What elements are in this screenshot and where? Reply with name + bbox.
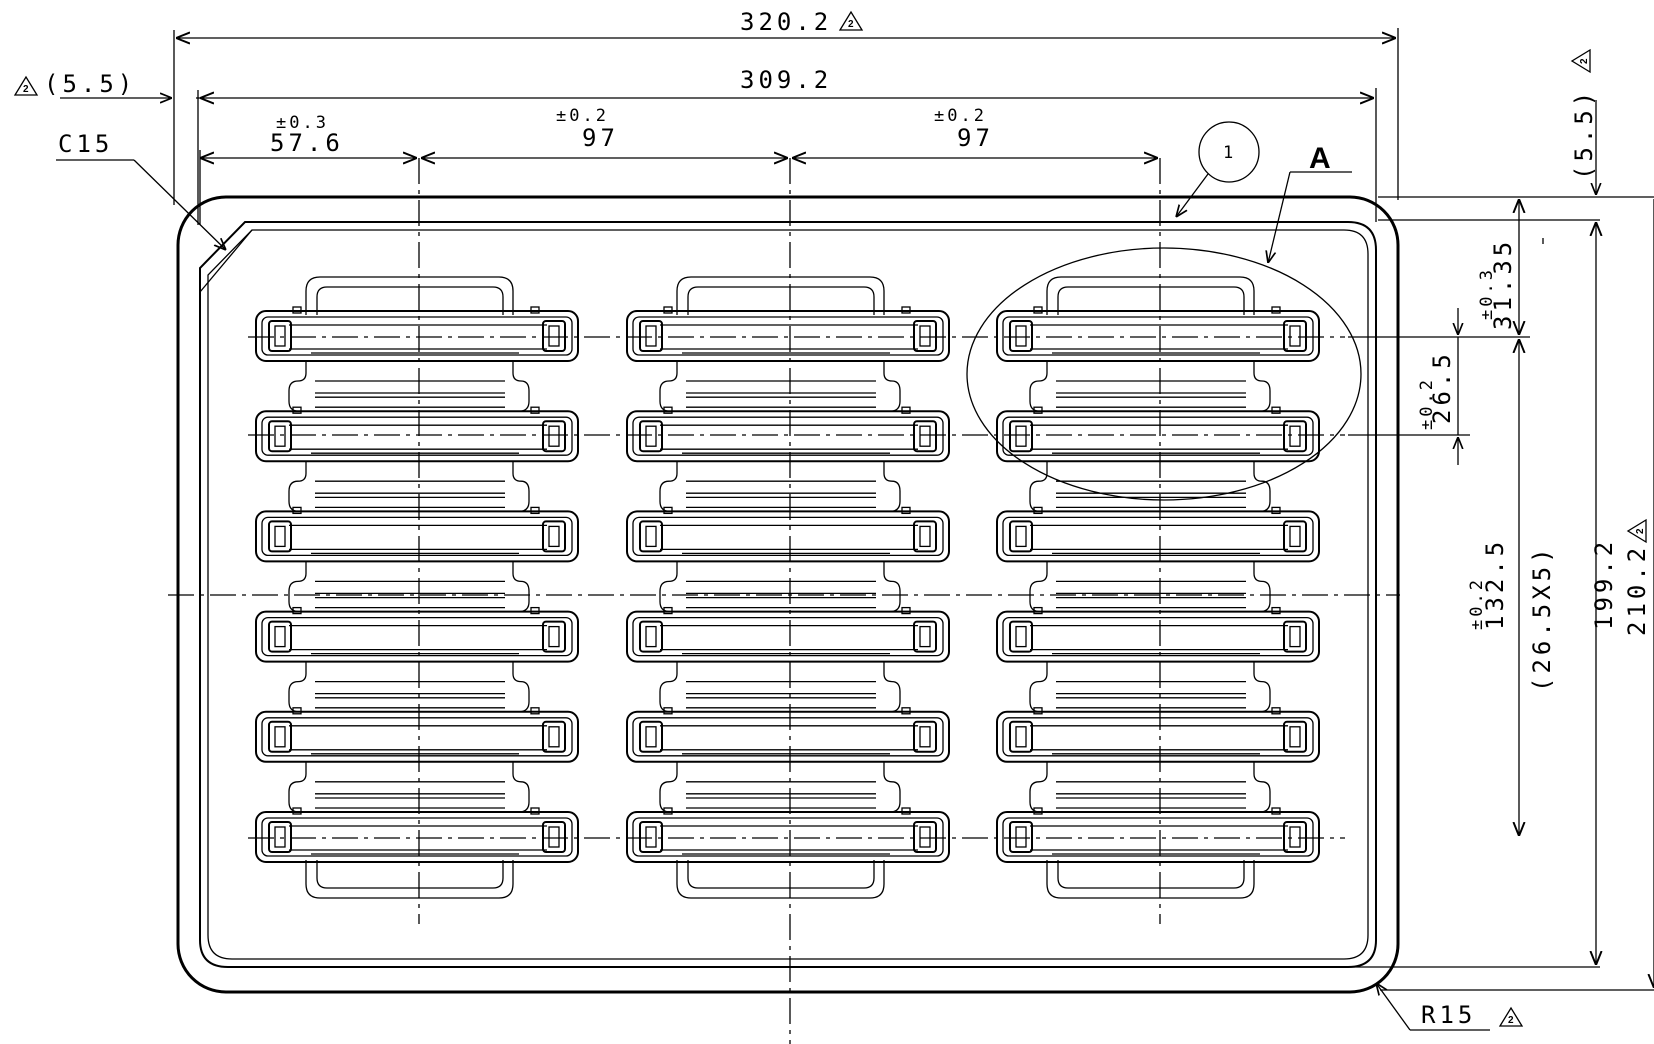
pocket-bridge	[659, 761, 901, 813]
pocket-bridge	[1029, 361, 1271, 412]
row-span-text: (26.5X5)	[1528, 544, 1556, 692]
chamfer-label: C15	[58, 130, 113, 158]
top-to-row-tol: ±0.3	[1477, 267, 1497, 320]
tray-inner-outline-2	[207, 229, 1369, 960]
pocket	[255, 606, 579, 663]
revision-mark-overall-width: 2	[838, 10, 864, 31]
pocket	[626, 707, 950, 763]
center-dim-tol: ±0.2	[1467, 577, 1487, 630]
revision-mark-left-offset: 2	[13, 75, 39, 96]
left-offset-text: (5.5)	[44, 70, 136, 98]
pitch-1-text: 57.6	[270, 129, 344, 157]
pocket-handle-bottom	[305, 860, 514, 899]
pocket-bridge	[1029, 761, 1271, 813]
pocket-handle-top	[1046, 276, 1255, 315]
pocket-column	[996, 276, 1320, 899]
svg-text:2: 2	[23, 84, 29, 95]
pocket-bridge	[288, 561, 530, 613]
pocket-bridge	[1029, 561, 1271, 613]
inner-width-text: 309.2	[740, 66, 832, 94]
detail-a-leader	[1268, 171, 1291, 263]
pocket	[626, 306, 950, 362]
pocket	[626, 606, 950, 663]
pocket-bridge	[659, 361, 901, 412]
pitch-3-tol: ±0.2	[934, 106, 987, 126]
overall-height-text: 210.2	[1623, 544, 1651, 636]
center-dim-text: 132.5	[1481, 538, 1509, 630]
row-centerlines	[168, 336, 1400, 839]
row-pitch-tol: ±0.2	[1417, 377, 1437, 430]
overall-width-text: 320.2	[740, 8, 832, 36]
inner-height-text: 199.2	[1590, 538, 1618, 630]
top-to-row-text: 31.35	[1489, 238, 1517, 330]
svg-text:2: 2	[848, 19, 854, 30]
pitch-3-text: 97	[957, 124, 994, 152]
pocket	[996, 306, 1320, 362]
radius-label: R15	[1421, 1001, 1476, 1029]
pocket	[255, 506, 579, 563]
pocket	[996, 807, 1320, 863]
pocket-handle-bottom	[676, 860, 885, 899]
pocket-column	[626, 276, 950, 899]
pocket-handle-top	[305, 276, 514, 315]
tray-inner-outline	[199, 221, 1377, 968]
svg-text:2: 2	[1579, 58, 1590, 64]
pocket-bridge	[288, 761, 530, 813]
svg-text:2: 2	[1635, 528, 1646, 534]
pocket	[255, 306, 579, 362]
pitch-1-tol: ±0.3	[276, 113, 329, 133]
revision-mark-radius: 2	[1498, 1006, 1524, 1027]
svg-text:1: 1	[1223, 143, 1236, 163]
balloon-leader	[1176, 173, 1209, 217]
svg-text:2: 2	[1508, 1015, 1514, 1026]
pocket-handle-bottom	[1046, 860, 1255, 899]
pocket	[626, 406, 950, 463]
pocket	[255, 807, 579, 863]
row-pitch-text: 26.5	[1428, 350, 1456, 424]
detail-a-circle	[966, 247, 1362, 501]
pocket-bridge	[288, 461, 530, 513]
detail-a-label: A	[1309, 142, 1331, 175]
pocket-handle-top	[676, 276, 885, 315]
revision-mark-overall-height: 2	[1626, 518, 1647, 544]
pocket-column	[255, 276, 579, 899]
chamfer-leader	[133, 159, 226, 250]
pocket-bridge	[659, 661, 901, 713]
pocket	[996, 707, 1320, 763]
pocket	[626, 506, 950, 563]
pocket	[996, 406, 1320, 463]
revision-mark-top-offset: 2	[1570, 48, 1591, 74]
pocket-bridge	[1029, 661, 1271, 713]
chamfer-corner	[199, 229, 253, 293]
pocket	[996, 606, 1320, 663]
pocket-bridge	[1029, 461, 1271, 513]
pocket-bridge	[288, 661, 530, 713]
item-balloon	[1198, 121, 1260, 183]
pocket-grid	[255, 276, 1320, 899]
pocket-bridge	[659, 561, 901, 613]
top-offset-text: (5.5)	[1570, 88, 1598, 180]
radius-leader	[1376, 983, 1411, 1031]
column-centerlines	[418, 158, 1161, 1044]
pocket-bridge	[659, 461, 901, 513]
pocket	[255, 707, 579, 763]
pitch-2-tol: ±0.2	[556, 106, 609, 126]
pocket	[255, 406, 579, 463]
pocket	[626, 807, 950, 863]
pocket	[996, 506, 1320, 563]
pitch-2-text: 97	[582, 124, 619, 152]
pocket-bridge	[288, 361, 530, 412]
